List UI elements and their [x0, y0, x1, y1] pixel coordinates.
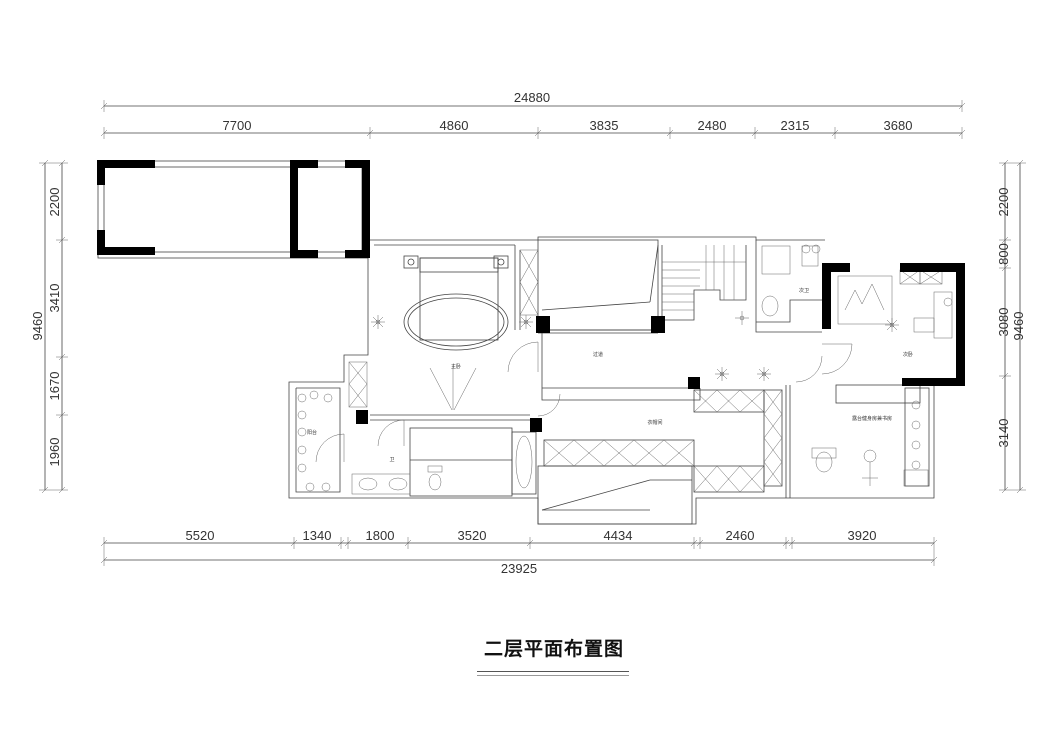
label-balcony: 阳台 [307, 429, 317, 436]
dim-right-2: 3080 [996, 308, 1011, 337]
dim-bottom-4: 4434 [604, 528, 633, 543]
label-walk-in-closet: 衣帽间 [647, 419, 662, 426]
dim-left-0: 2200 [47, 188, 62, 217]
title-underline-thin [477, 675, 629, 676]
bathroom-fixtures [351, 245, 929, 495]
dim-right-0: 2200 [996, 188, 1011, 217]
bottom-dimension-lines [100, 537, 938, 566]
dim-top-3: 2480 [698, 118, 727, 133]
dim-left-total: 9460 [30, 312, 45, 341]
master-bed [403, 255, 509, 351]
floor-outline [97, 160, 960, 525]
dim-left-3: 1960 [47, 438, 62, 467]
dim-top-2: 3835 [590, 118, 619, 133]
label-gym: 露台健身房兼书房 [852, 415, 892, 422]
label-bedroom: 次卧 [903, 351, 913, 358]
structural-walls [97, 160, 965, 432]
label-bathroom: 卫 [389, 457, 394, 463]
doors [315, 341, 853, 463]
dim-bottom-0: 5520 [186, 528, 215, 543]
bedroom-furniture [837, 275, 953, 339]
dim-top-0: 7700 [223, 118, 252, 133]
dim-bottom-1: 1340 [303, 528, 332, 543]
dim-bottom-6: 3920 [848, 528, 877, 543]
dim-left-2: 1670 [47, 372, 62, 401]
dim-top-total: 24880 [514, 90, 550, 105]
dim-bottom-3: 3520 [458, 528, 487, 543]
left-dimension-lines [39, 159, 68, 494]
dim-top-4: 2315 [781, 118, 810, 133]
label-toilet: 次卫 [799, 287, 809, 294]
closet-hatching [348, 249, 943, 493]
right-dimension-lines [999, 159, 1026, 494]
dim-right-total: 9460 [1011, 312, 1026, 341]
label-master-bedroom: 主卧 [451, 363, 461, 370]
label-corridor: 过道 [593, 351, 603, 358]
dim-top-1: 4860 [440, 118, 469, 133]
dim-right-3: 3140 [996, 419, 1011, 448]
top-dimension-lines [100, 100, 966, 139]
drawing-title-block: 二层平面布置图 [474, 634, 634, 661]
title-underline [477, 671, 629, 672]
drawing-title: 二层平面布置图 [483, 638, 624, 660]
dim-left-1: 3410 [47, 284, 62, 313]
dim-top-5: 3680 [884, 118, 913, 133]
dim-bottom-total: 23925 [501, 561, 537, 576]
dim-bottom-2: 1800 [366, 528, 395, 543]
balcony-plants [297, 244, 921, 492]
dim-bottom-5: 2460 [726, 528, 755, 543]
ceiling-lights [371, 311, 899, 411]
dim-right-1: 800 [996, 243, 1011, 265]
